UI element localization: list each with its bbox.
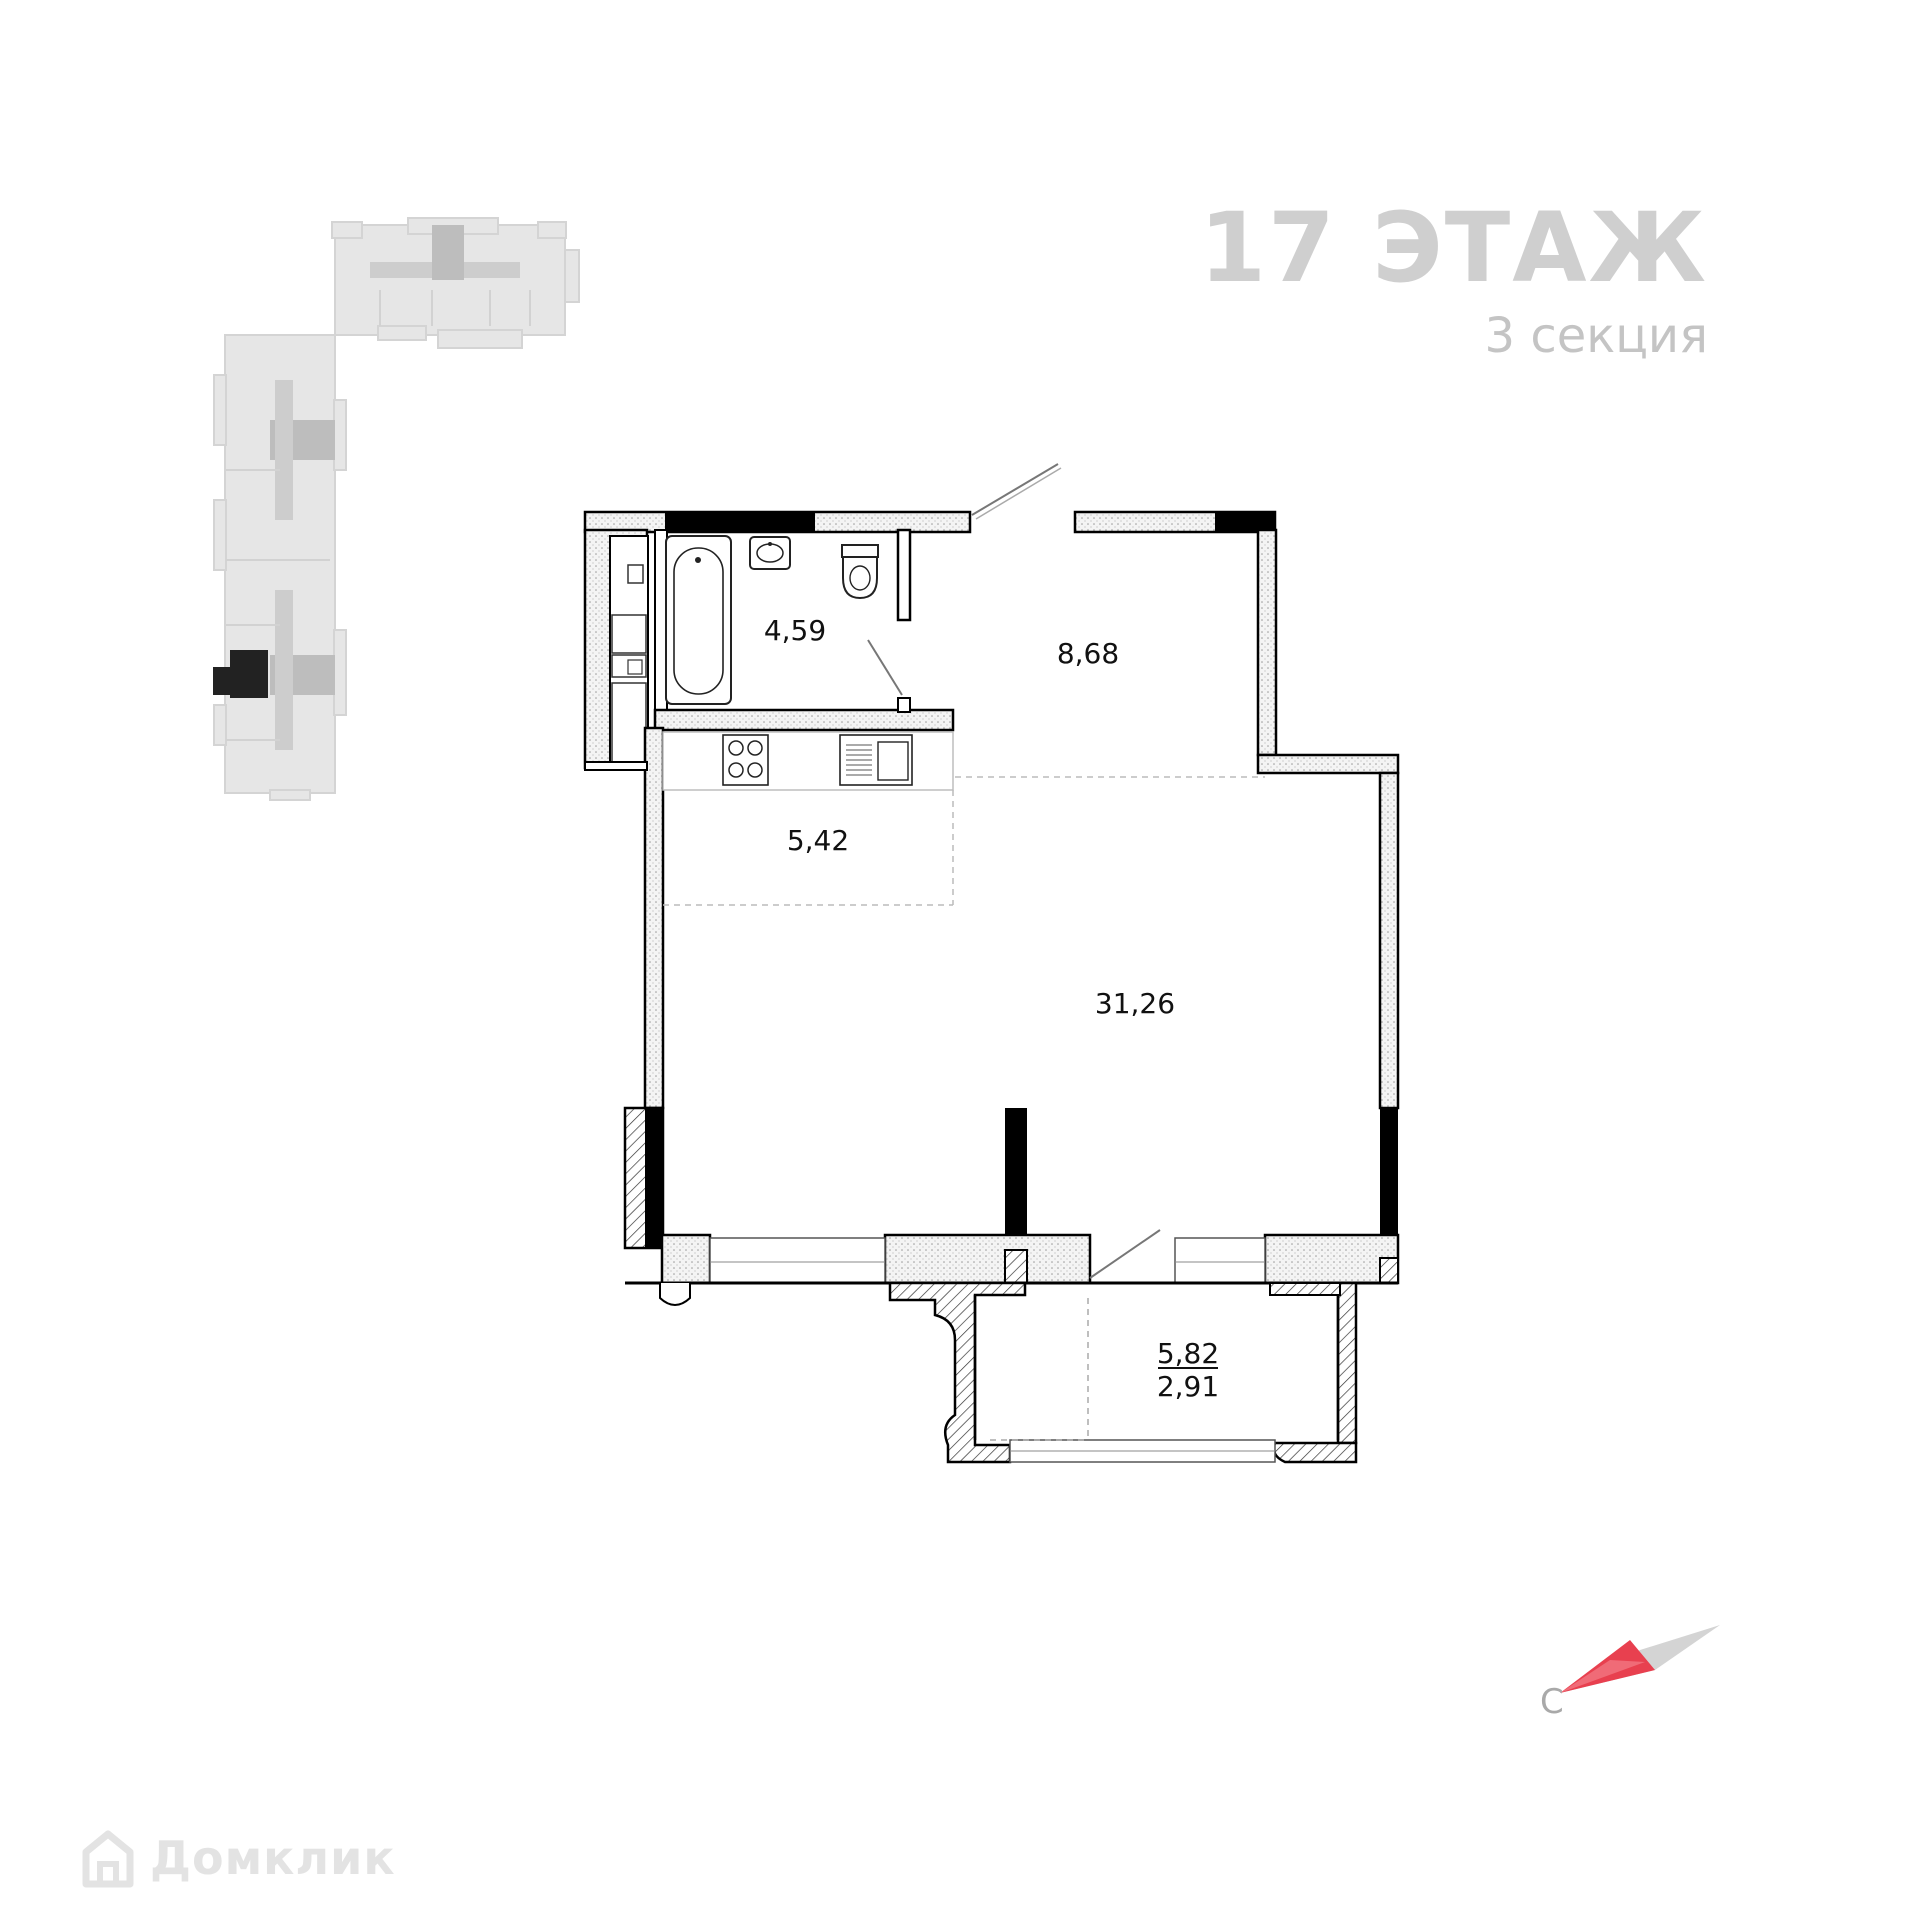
bathroom-walls <box>653 528 955 732</box>
compass: С <box>1540 1625 1720 1722</box>
toilet <box>841 544 879 600</box>
top-wall-left <box>583 510 972 534</box>
section-subtitle: 3 секция <box>1484 308 1708 364</box>
balcony <box>888 1281 1358 1464</box>
utility-shaft <box>583 528 649 770</box>
interior-partition <box>1005 1108 1027 1268</box>
floor-title: 17 ЭТАЖ <box>1199 192 1708 304</box>
floor-heading: 17 ЭТАЖ 3 секция <box>1199 200 1708 362</box>
brand-name: Домклик <box>150 1831 396 1885</box>
left-wall <box>584 726 665 1250</box>
balcony-door-leaf <box>1089 1229 1161 1279</box>
area-living: 31,26 <box>1095 987 1175 1020</box>
area-kitchen: 5,42 <box>787 824 849 857</box>
entrance-door-leaf <box>971 463 1059 516</box>
top-wall-right <box>1073 510 1277 534</box>
apartment-floor-plan: 4,59 8,68 5,42 31,26 5,82 2,91 <box>583 463 1400 1464</box>
kitchen-counter <box>662 731 954 791</box>
bottom-wall <box>625 1229 1400 1306</box>
right-wall <box>1256 528 1400 1273</box>
bathroom-door-leaf <box>867 639 903 696</box>
area-bathroom: 4,59 <box>764 614 826 647</box>
bathtub <box>665 535 732 705</box>
zone-dividers <box>663 776 1265 906</box>
compass-north-letter: С <box>1540 1682 1564 1722</box>
brand-logo: Домклик <box>78 1828 396 1888</box>
keyplan-left-wing <box>213 334 347 801</box>
house-logo-icon <box>82 1830 134 1888</box>
keyplan-current-section <box>230 650 268 698</box>
keyplan-top-wing <box>331 217 580 349</box>
washbasin <box>749 536 791 570</box>
building-keyplan <box>213 217 580 801</box>
area-hallway: 8,68 <box>1057 637 1119 670</box>
area-balcony-reduced: 2,91 <box>1157 1370 1219 1403</box>
stove <box>722 734 769 786</box>
area-balcony-total: 5,82 <box>1157 1337 1219 1370</box>
